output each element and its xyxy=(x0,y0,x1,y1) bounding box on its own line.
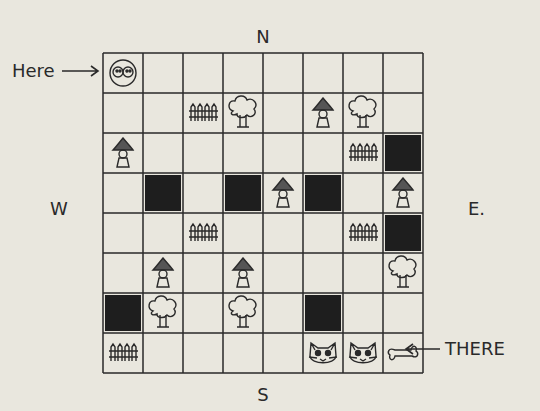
blocked-cell xyxy=(305,175,341,211)
gnome-icon xyxy=(153,258,173,287)
gnome-icon xyxy=(313,98,333,127)
blocked-cell xyxy=(145,175,181,211)
blocked-cell xyxy=(105,295,141,331)
gnome-icon xyxy=(233,258,253,287)
cat-icon xyxy=(349,343,377,363)
blocked-cell xyxy=(385,135,421,171)
tree-icon xyxy=(229,96,256,127)
fence-icon xyxy=(189,104,218,121)
start-label: Here xyxy=(12,62,55,80)
fence-icon xyxy=(189,224,218,241)
blocked-cell xyxy=(385,215,421,251)
tree-icon xyxy=(389,256,416,287)
faces-icon xyxy=(110,60,136,86)
compass-south: S xyxy=(257,386,268,404)
blocked-cell xyxy=(305,295,341,331)
fence-icon xyxy=(109,344,138,361)
goal-label: THERE xyxy=(445,340,505,358)
gnome-icon xyxy=(113,138,133,167)
fence-icon xyxy=(349,144,378,161)
tree-icon xyxy=(349,96,376,127)
compass-north: N xyxy=(256,28,269,46)
grid-lines xyxy=(103,53,423,373)
compass-west: W xyxy=(50,200,68,218)
compass-east: E. xyxy=(468,200,485,218)
gnome-icon xyxy=(393,178,413,207)
cat-icon xyxy=(309,343,337,363)
fence-icon xyxy=(349,224,378,241)
gnome-icon xyxy=(273,178,293,207)
tree-icon xyxy=(229,296,256,327)
tree-icon xyxy=(149,296,176,327)
blocked-cell xyxy=(225,175,261,211)
